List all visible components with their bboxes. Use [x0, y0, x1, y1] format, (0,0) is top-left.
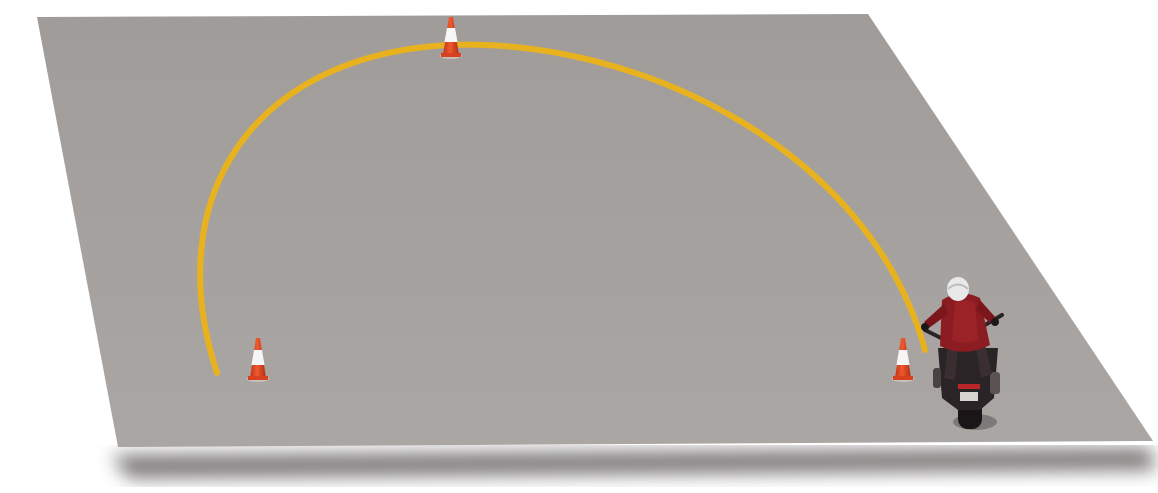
ground-shadow	[112, 448, 1156, 478]
